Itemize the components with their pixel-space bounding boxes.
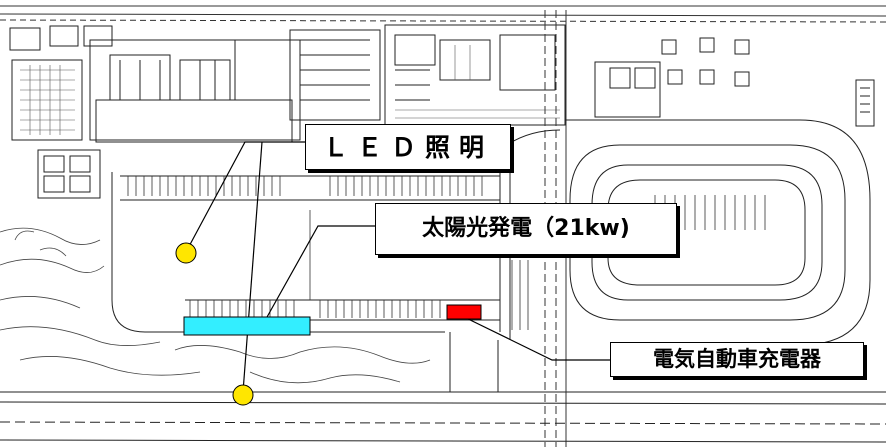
parking-lot <box>111 145 511 340</box>
small-building-left <box>37 149 101 199</box>
led-leader-1 <box>185 141 305 253</box>
ev-charger-label: 電気自動車充電器 <box>610 342 864 377</box>
led-leader-2 <box>242 141 263 393</box>
led-light-marker-2 <box>232 384 254 406</box>
building-grid <box>20 45 560 135</box>
solar-leader <box>261 225 375 327</box>
bottom-road <box>0 332 886 443</box>
led-lighting-label: ＬＥＤ照明 <box>305 124 511 170</box>
landscaping <box>0 227 431 384</box>
leader-lines <box>185 141 612 393</box>
building-complex <box>9 24 566 143</box>
ev-charger-marker <box>446 304 482 320</box>
right-buildings <box>594 37 875 127</box>
led-light-marker-1 <box>175 242 197 264</box>
ev-leader <box>461 315 612 361</box>
top-road <box>0 5 886 23</box>
parking-stalls <box>127 176 483 318</box>
solar-panel-area <box>183 316 311 336</box>
solar-power-label: 太陽光発電（21kw) <box>375 203 677 255</box>
bus-terminal-loop <box>499 119 871 346</box>
